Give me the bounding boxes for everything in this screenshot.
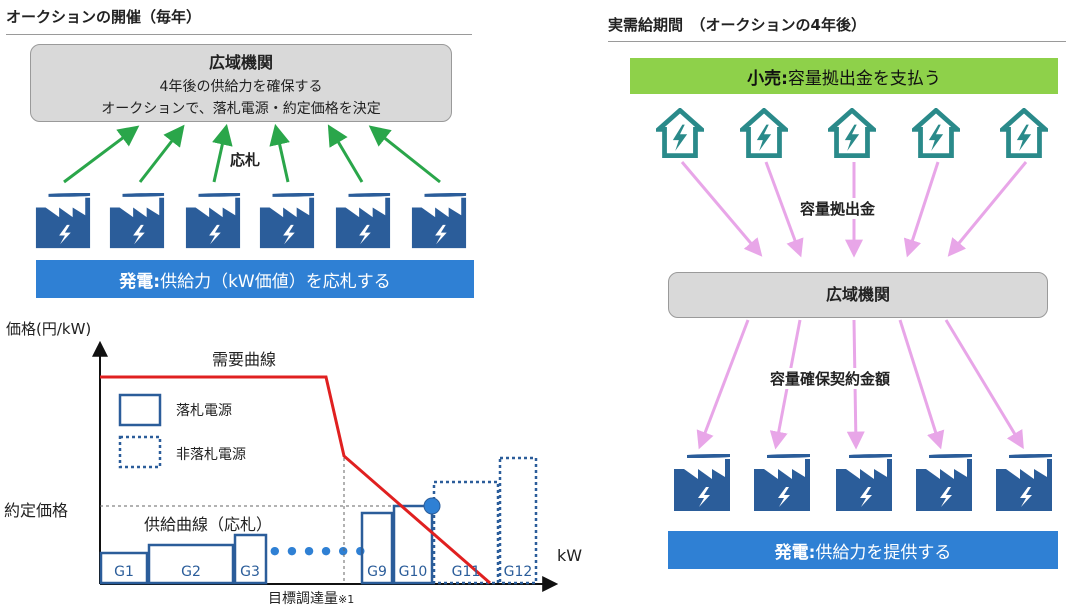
chart-y-label: 価格(円/kW) — [6, 320, 92, 338]
power-plant-icon — [752, 452, 812, 514]
capacity-payment-label: 容量確保契約金額 — [768, 368, 893, 389]
generator-bid-bar: 発電: 供給力（kW価値）を応札する — [36, 260, 474, 298]
bid-block-g1 — [99, 551, 149, 585]
bid-arrow-1 — [63, 125, 140, 184]
organizer-mid-box: 広域機関 — [668, 272, 1048, 318]
organizer-heading: 広域機関 — [208, 53, 273, 72]
gen-label-g10: G10 — [399, 564, 428, 580]
bid-block-g2 — [147, 543, 235, 585]
payment-flow-arrows — [680, 161, 1028, 450]
bid-block-g12 — [498, 456, 538, 585]
gen-label-g11: G11 — [452, 564, 481, 580]
payment-arrow-5 — [944, 319, 1024, 450]
clearing-price-label: 約定価格 — [4, 501, 69, 520]
clearing-point — [423, 497, 441, 515]
gen-label-g1: G1 — [114, 564, 134, 580]
organizer-line-2: オークションで、落札電源・約定価格を決定 — [101, 101, 381, 117]
power-plant-icon — [914, 452, 974, 514]
demand-curve-label: 需要曲線 — [212, 350, 277, 369]
legend-won-swatch — [118, 393, 162, 427]
retailer-payment-text: 容量拠出金を支払う — [787, 68, 941, 89]
auction-organizer-box: 広域機関 4年後の供給力を確保する オークションで、落札電源・約定価格を決定 — [30, 44, 452, 122]
bid-block-g3 — [233, 533, 268, 585]
organizer-line-1: 4年後の供給力を確保する — [159, 79, 323, 95]
target-procurement-label: 目標調達量※1 — [268, 591, 355, 607]
bid-arrow-4 — [269, 123, 290, 183]
bid-block-g10 — [392, 504, 434, 585]
right-title-rule — [608, 41, 1066, 42]
legend-lost-label: 非落札電源 — [176, 447, 246, 463]
legend-lost-swatch — [118, 435, 162, 469]
contribution-arrow-4 — [903, 161, 940, 258]
contribution-arrow-5 — [947, 161, 1028, 257]
omitted-generators-dots: ● ● ● ● ● ● — [270, 544, 368, 557]
legend-won-label: 落札電源 — [176, 403, 232, 419]
generator-bid-bold: 発電: — [119, 271, 161, 292]
bid-arrows — [63, 123, 441, 184]
right-section-title: 実需給期間 （オークションの4年後） — [608, 16, 866, 34]
power-plant-icon — [834, 452, 894, 514]
bid-block-g11 — [432, 480, 500, 585]
supply-demand-chart: G1 G2 G3 G9 G10 G11 G12 — [92, 340, 559, 592]
supply-curve-label: 供給曲線（応札） — [144, 515, 273, 534]
retailer-payment-bar: 小売: 容量拠出金を支払う — [630, 58, 1058, 94]
bid-arrow-5 — [327, 124, 364, 183]
bid-arrow-2 — [138, 124, 185, 183]
payment-arrow-4 — [898, 319, 945, 450]
bid-label: 応札 — [230, 151, 261, 169]
gen-label-g2: G2 — [181, 564, 201, 580]
left-section-title: オークションの開催（毎年） — [6, 8, 202, 26]
demand-curve — [100, 375, 491, 585]
bid-arrow-6 — [368, 125, 441, 184]
power-plant-icon — [672, 452, 732, 514]
capacity-contribution-label: 容量拠出金 — [798, 198, 878, 219]
gen-label-g12: G12 — [504, 564, 533, 580]
generator-bid-text: 供給力（kW価値）を応札する — [160, 271, 391, 292]
contribution-arrow-2 — [764, 161, 804, 258]
chart-x-label: kW — [557, 546, 583, 565]
bid-arrow-3 — [212, 123, 233, 183]
gen-label-g3: G3 — [240, 564, 260, 580]
bid-block-g9 — [360, 511, 394, 585]
generator-supply-text: 供給力を提供する — [815, 542, 952, 563]
contribution-arrow-1 — [680, 161, 763, 257]
left-title-rule — [6, 34, 472, 35]
power-plant-icon — [994, 452, 1054, 514]
payment-arrow-1 — [696, 319, 750, 450]
gen-label-g9: G9 — [367, 564, 387, 580]
generator-supply-bar: 発電: 供給力を提供する — [668, 531, 1058, 569]
retailer-payment-bold: 小売: — [747, 68, 788, 89]
generator-supply-bold: 発電: — [774, 542, 816, 563]
